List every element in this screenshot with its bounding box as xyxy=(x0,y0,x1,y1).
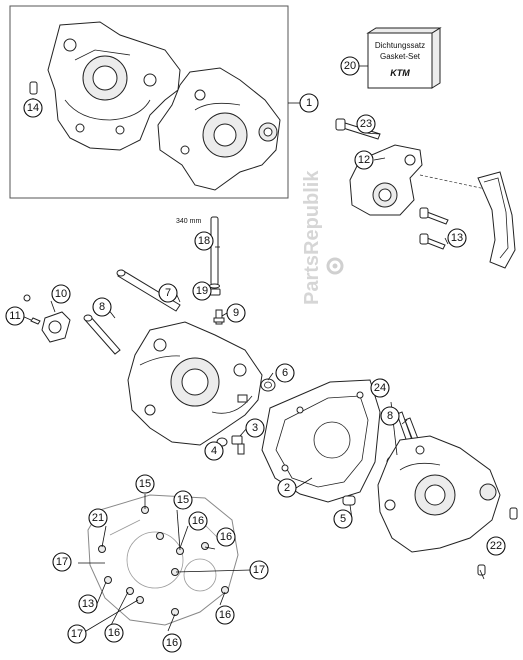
callout-16b: 16 xyxy=(216,527,236,547)
left-crankcase-half-top xyxy=(47,21,181,151)
svg-text:8: 8 xyxy=(99,301,105,313)
callout-3: 3 xyxy=(245,418,265,438)
svg-text:18: 18 xyxy=(198,235,210,247)
callout-12: 12 xyxy=(354,150,374,170)
callout-4: 4 xyxy=(204,441,224,461)
svg-text:2: 2 xyxy=(284,482,290,494)
callout-20: 20 xyxy=(340,56,360,76)
svg-text:8: 8 xyxy=(387,410,393,422)
plug-3 xyxy=(231,435,243,445)
callout-17b: 17 xyxy=(249,560,269,580)
callout-7: 7 xyxy=(158,283,178,303)
svg-text:16: 16 xyxy=(166,637,178,649)
svg-text:16: 16 xyxy=(192,515,204,527)
svg-text:15: 15 xyxy=(177,494,189,506)
bolt-13a xyxy=(419,207,449,225)
svg-text:17: 17 xyxy=(253,564,265,576)
callout-17c: 17 xyxy=(67,624,87,644)
svg-text:15: 15 xyxy=(139,478,151,490)
callout-24: 24 xyxy=(370,378,390,398)
bushing-5 xyxy=(342,495,356,506)
svg-text:1: 1 xyxy=(306,97,312,109)
svg-text:16: 16 xyxy=(108,627,120,639)
svg-text:3: 3 xyxy=(252,422,258,434)
left-crankcase-half-main xyxy=(127,321,263,446)
watermark: PartsRepublik xyxy=(301,170,323,305)
svg-text:12: 12 xyxy=(358,154,370,166)
gasket-2 xyxy=(261,379,381,503)
dash-12 xyxy=(419,174,491,191)
callout-13b: 13 xyxy=(78,594,98,614)
watermark-gear-icon xyxy=(326,257,344,275)
svg-text:9: 9 xyxy=(233,307,239,319)
bearing-6 xyxy=(260,378,276,392)
gasket-set-line2: Gasket-Set xyxy=(380,52,421,61)
callout-13a: 13 xyxy=(447,228,467,248)
callout-14: 14 xyxy=(23,98,43,118)
svg-text:23: 23 xyxy=(360,118,372,130)
svg-text:6: 6 xyxy=(282,367,288,379)
callout-6: 6 xyxy=(275,363,295,383)
callout-8a: 8 xyxy=(92,297,112,317)
gasket-set-line1: Dichtungssatz xyxy=(375,41,425,50)
svg-text:19: 19 xyxy=(196,285,208,297)
callout-2: 2 xyxy=(277,478,297,498)
callout-16c: 16 xyxy=(215,605,235,625)
callout-1: 1 xyxy=(299,93,319,113)
svg-text:10: 10 xyxy=(55,288,67,300)
callout-5: 5 xyxy=(333,509,353,529)
svg-text:24: 24 xyxy=(374,382,386,394)
callout-11: 11 xyxy=(5,306,25,326)
right-crankcase-half-main xyxy=(377,435,501,553)
gasket-set-box: Dichtungssatz Gasket-Set KTM xyxy=(366,27,442,89)
callout-15b: 15 xyxy=(173,490,193,510)
callout-16a: 16 xyxy=(188,511,208,531)
svg-text:20: 20 xyxy=(344,60,356,72)
seal-plate-10 xyxy=(41,311,71,343)
svg-text:4: 4 xyxy=(211,445,217,457)
svg-text:16: 16 xyxy=(220,531,232,543)
callout-22: 22 xyxy=(486,536,506,556)
svg-text:14: 14 xyxy=(27,102,39,114)
stud-8-left xyxy=(83,314,121,355)
nipple-9 xyxy=(213,309,225,325)
callout-15a: 15 xyxy=(135,474,155,494)
spacer-19 xyxy=(209,288,221,296)
callout-17a: 17 xyxy=(52,552,72,572)
svg-text:17: 17 xyxy=(71,628,83,640)
callout-18: 18 xyxy=(194,231,214,251)
screw-11 xyxy=(23,294,41,325)
callout-9: 9 xyxy=(226,303,246,323)
gasket-set-brand: KTM xyxy=(390,68,410,78)
svg-text:5: 5 xyxy=(340,513,346,525)
callout-16d: 16 xyxy=(104,623,124,643)
assembly-frame xyxy=(9,5,289,199)
callout-19: 19 xyxy=(192,281,212,301)
svg-text:13: 13 xyxy=(82,598,94,610)
callout-8b: 8 xyxy=(380,406,400,426)
svg-text:17: 17 xyxy=(56,556,68,568)
side-cover-edge xyxy=(477,171,516,269)
tube-18 xyxy=(209,216,220,289)
svg-text:11: 11 xyxy=(9,310,20,322)
pins-22 xyxy=(477,507,518,576)
callout-23: 23 xyxy=(356,114,376,134)
svg-text:16: 16 xyxy=(219,609,231,621)
svg-text:22: 22 xyxy=(490,540,502,552)
bolt-13b xyxy=(419,233,446,250)
svg-text:21: 21 xyxy=(92,512,104,524)
callout-21: 21 xyxy=(88,508,108,528)
svg-text:7: 7 xyxy=(165,287,171,299)
dimension-label: 340 mm xyxy=(176,218,201,225)
callout-10: 10 xyxy=(51,284,71,304)
right-crankcase-half-top xyxy=(157,67,281,191)
dowel-pin-14 xyxy=(29,81,38,95)
crankcase-bottom-view xyxy=(87,494,239,626)
svg-text:13: 13 xyxy=(451,232,463,244)
callout-16e: 16 xyxy=(162,633,182,653)
